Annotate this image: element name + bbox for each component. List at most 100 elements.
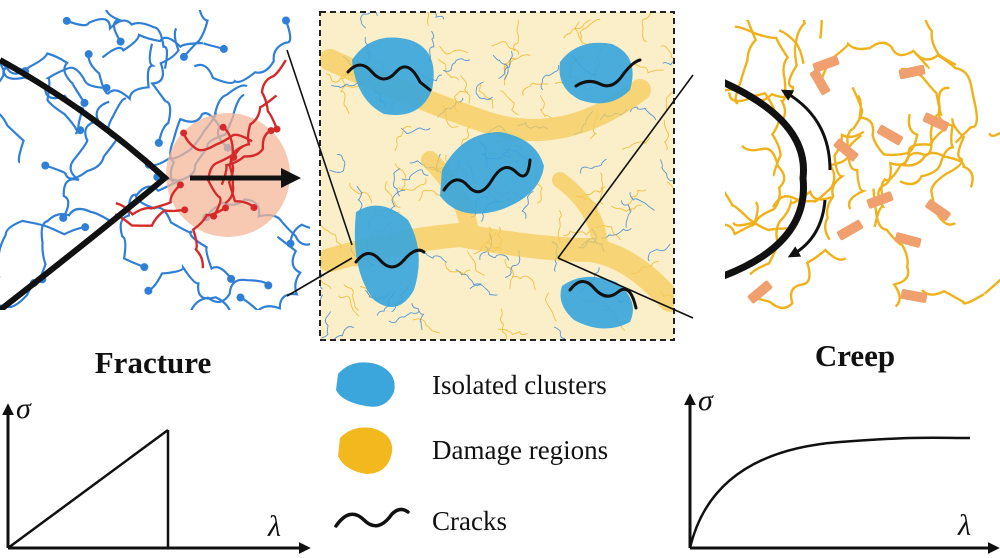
- crosslink-bar: [866, 191, 894, 209]
- crosslink-node: [250, 204, 258, 212]
- isolated-cluster: [354, 205, 419, 308]
- texture-chain: [557, 210, 562, 243]
- legend: Isolated clusters Damage regions Cracks: [334, 362, 608, 536]
- crosslink-node: [80, 98, 89, 107]
- texture-chain: [512, 275, 536, 291]
- texture-chain: [504, 54, 531, 71]
- crosslink-node: [180, 129, 188, 137]
- polymer-chain: [190, 278, 270, 310]
- texture-chain: [418, 189, 445, 202]
- texture-chain: [426, 12, 430, 26]
- fracture-title: Fracture: [95, 345, 211, 380]
- texture-chain: [663, 119, 670, 151]
- texture-chain: [666, 181, 674, 191]
- texture-chain: [340, 84, 350, 114]
- crack-tip-zone: [166, 113, 290, 237]
- polymer-chain: [824, 130, 865, 241]
- texture-chain: [621, 200, 632, 228]
- crosslink-node: [41, 161, 50, 170]
- polymer-chain: [873, 128, 947, 228]
- stretched-chain: [260, 59, 287, 130]
- stretched-chain: [114, 208, 185, 227]
- texture-chain: [321, 311, 331, 339]
- texture-chain: [419, 248, 447, 263]
- polymer-chain: [0, 59, 85, 132]
- right-x-axis-symbol: λ: [957, 509, 971, 542]
- texture-chain: [356, 185, 363, 216]
- creep-title: Creep: [815, 338, 895, 373]
- polymer-chain: [150, 27, 180, 144]
- crosslink-bar: [894, 232, 922, 248]
- texture-chain: [641, 12, 652, 42]
- crosslink-node: [267, 127, 275, 135]
- crosslink-node: [176, 181, 184, 189]
- polymer-chain: [0, 52, 86, 104]
- legend-label-clusters: Isolated clusters: [432, 370, 607, 400]
- crosslink-node: [281, 16, 290, 25]
- crosslink-node: [84, 50, 93, 59]
- texture-chain: [647, 243, 671, 262]
- crosslink-node: [264, 281, 273, 290]
- texture-chain: [466, 250, 486, 276]
- crosslink-node: [59, 213, 68, 222]
- texture-chain: [629, 192, 655, 212]
- texture-chain: [574, 21, 591, 45]
- texture-chain: [562, 229, 593, 236]
- texture-chain: [662, 60, 674, 66]
- texture-chain: [522, 82, 549, 96]
- polymer-chain: [749, 189, 832, 276]
- crosslink-bar: [812, 55, 840, 73]
- polymer-chain: [921, 278, 1000, 305]
- crosslink-node: [62, 16, 71, 25]
- creep-curve: [688, 436, 971, 549]
- texture-chain: [622, 137, 650, 150]
- texture-chain: [330, 82, 363, 88]
- left-y-axis-symbol: σ: [16, 392, 32, 425]
- polymer-chain: [856, 94, 919, 157]
- polymer-chain: [0, 219, 86, 278]
- polymer-chain: [734, 20, 758, 105]
- polymer-chain: [988, 131, 1000, 137]
- crosslink-bar: [833, 138, 859, 162]
- stretched-chain: [182, 132, 253, 152]
- material-panel: [319, 11, 675, 341]
- rotation-arrow-upper: [780, 89, 832, 171]
- polymer-chain: [899, 86, 955, 186]
- crosslink-bar: [925, 199, 951, 221]
- crosslink-node: [144, 286, 153, 295]
- texture-chain: [394, 126, 412, 152]
- legend-label-cracks: Cracks: [432, 506, 507, 536]
- crosslink-bar: [836, 219, 864, 241]
- texture-chain: [341, 71, 362, 88]
- texture-chain: [443, 58, 471, 72]
- polymer-chain: [44, 97, 127, 180]
- polymer-chain: [872, 188, 910, 308]
- polymer-chain: [183, 10, 209, 58]
- crosslink-node: [116, 37, 125, 46]
- polymer-chain: [0, 278, 43, 309]
- texture-chain: [401, 169, 429, 181]
- left-x-axis-symbol: λ: [267, 510, 281, 543]
- crosslink-node: [273, 125, 281, 133]
- creep-panel: [725, 20, 1000, 310]
- isolated-cluster: [559, 42, 633, 104]
- polymer-chain: [193, 20, 292, 85]
- texture-chain: [469, 284, 498, 296]
- polymer-chain: [725, 201, 759, 236]
- texture-chain: [439, 45, 468, 55]
- texture-chain: [428, 30, 435, 62]
- texture-chain: [388, 311, 420, 324]
- texture-chain: [444, 262, 471, 277]
- texture-chain: [540, 65, 560, 91]
- crosslink-bar: [898, 64, 926, 80]
- crosslink-node: [219, 123, 227, 131]
- texture-chain: [553, 326, 566, 340]
- texture-chain: [349, 182, 373, 203]
- texture-chain: [611, 204, 642, 212]
- polymer-chain: [725, 88, 782, 177]
- crosslink-bar: [900, 289, 928, 303]
- polymer-chain: [914, 52, 979, 144]
- crosslink-node: [236, 293, 245, 302]
- rotation-arrow-lower: [787, 199, 827, 258]
- crack-lines: [346, 58, 642, 310]
